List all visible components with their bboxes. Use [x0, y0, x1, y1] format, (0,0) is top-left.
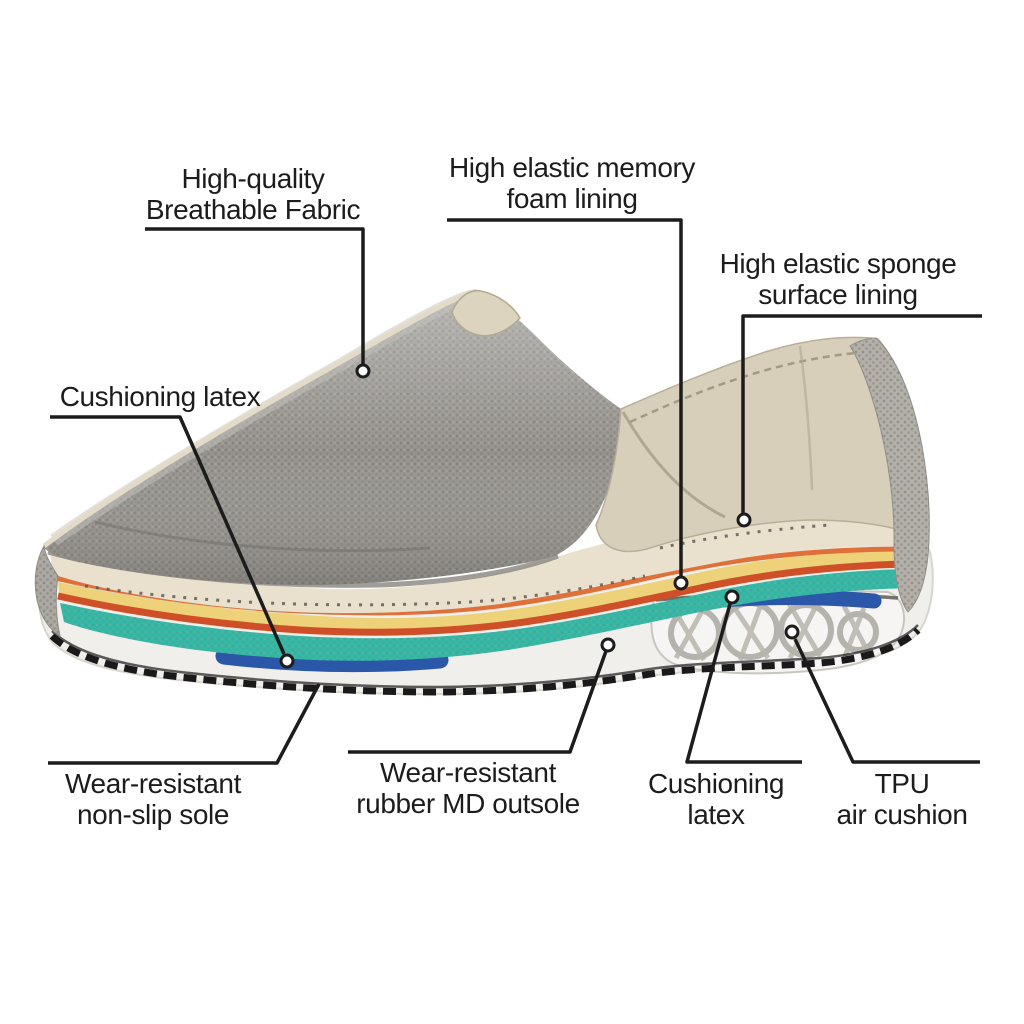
leader-non-slip-sole: [48, 683, 321, 765]
yellow-foam-layer: [58, 551, 906, 632]
insole-layer: [50, 512, 918, 614]
leader-memory-foam: [447, 218, 683, 576]
top-ridge-piping: [42, 288, 478, 548]
label-md-outsole: Wear-resistant rubber MD outsole: [318, 757, 618, 819]
label-line: latex: [687, 799, 745, 830]
leader-md-outsole: [348, 650, 608, 754]
label-line: non-slip sole: [77, 799, 229, 830]
outsole-serrated-edge: [49, 624, 921, 696]
label-tpu-air-cushion: TPU air cushion: [812, 768, 992, 830]
label-line: High elastic sponge: [719, 248, 957, 279]
label-line: surface lining: [758, 279, 918, 310]
toe-crease: [94, 520, 431, 553]
label-cushioning-latex-bottom: Cushioning latex: [626, 768, 806, 830]
marker-cushioning-latex-left: [279, 653, 295, 669]
label-sponge-lining: High elastic sponge surface lining: [688, 248, 988, 310]
heel-vertical-seam: [798, 345, 814, 491]
label-breathable-fabric: High-quality Breathable Fabric: [93, 163, 413, 225]
latex-strip-front: [215, 647, 449, 673]
leader-lines: [48, 218, 982, 765]
teal-foam-texture: [60, 569, 908, 661]
label-non-slip-sole: Wear-resistant non-slip sole: [23, 768, 283, 830]
speckled-trims: [34, 337, 930, 638]
leader-sponge-lining: [741, 314, 982, 513]
collar-tab: [451, 289, 521, 337]
label-memory-foam: High elastic memory foam lining: [412, 152, 732, 214]
marker-memory-foam: [673, 575, 689, 591]
heel-diagonal-seam: [621, 411, 726, 519]
serration-topline: [51, 624, 919, 689]
tpu-air-cushion-part: [650, 590, 905, 675]
label-line: air cushion: [836, 799, 968, 830]
label-line: High-quality: [181, 163, 325, 194]
label-line: Wear-resistant: [380, 757, 556, 788]
leader-breathable-fabric: [145, 227, 365, 364]
red-line-lower: [57, 560, 907, 636]
label-line: Wear-resistant: [65, 768, 241, 799]
heel-panel: [451, 289, 930, 553]
leader-tpu-air-cushion: [793, 638, 980, 764]
marker-cushioning-latex-bottom: [724, 589, 740, 605]
label-line: rubber MD outsole: [356, 788, 580, 819]
insole-stitching: [84, 523, 831, 607]
label-line: Cushioning: [647, 768, 785, 799]
serration-dashes: [49, 627, 921, 696]
label-line: High elastic memory: [448, 152, 696, 183]
label-line: Cushioning latex: [59, 381, 261, 412]
label-line: TPU: [874, 768, 930, 799]
marker-tpu-air-cushion: [784, 624, 800, 640]
leader-cushioning-latex-bottom: [685, 603, 802, 764]
marker-sponge-lining: [736, 512, 752, 528]
leader-cushioning-latex-left: [50, 415, 286, 655]
fabric-upper: [42, 288, 622, 586]
tpu-lattice: [669, 600, 871, 662]
marker-md-outsole: [600, 637, 616, 653]
heel-back-trim-texture: [850, 338, 930, 612]
marker-breathable-fabric: [355, 363, 371, 379]
label-cushioning-latex-left: Cushioning latex: [40, 381, 280, 412]
fabric-shading: [44, 291, 622, 586]
toe-tip-trim-texture: [35, 546, 60, 636]
label-line: foam lining: [506, 183, 638, 214]
label-line: Breathable Fabric: [145, 194, 361, 225]
